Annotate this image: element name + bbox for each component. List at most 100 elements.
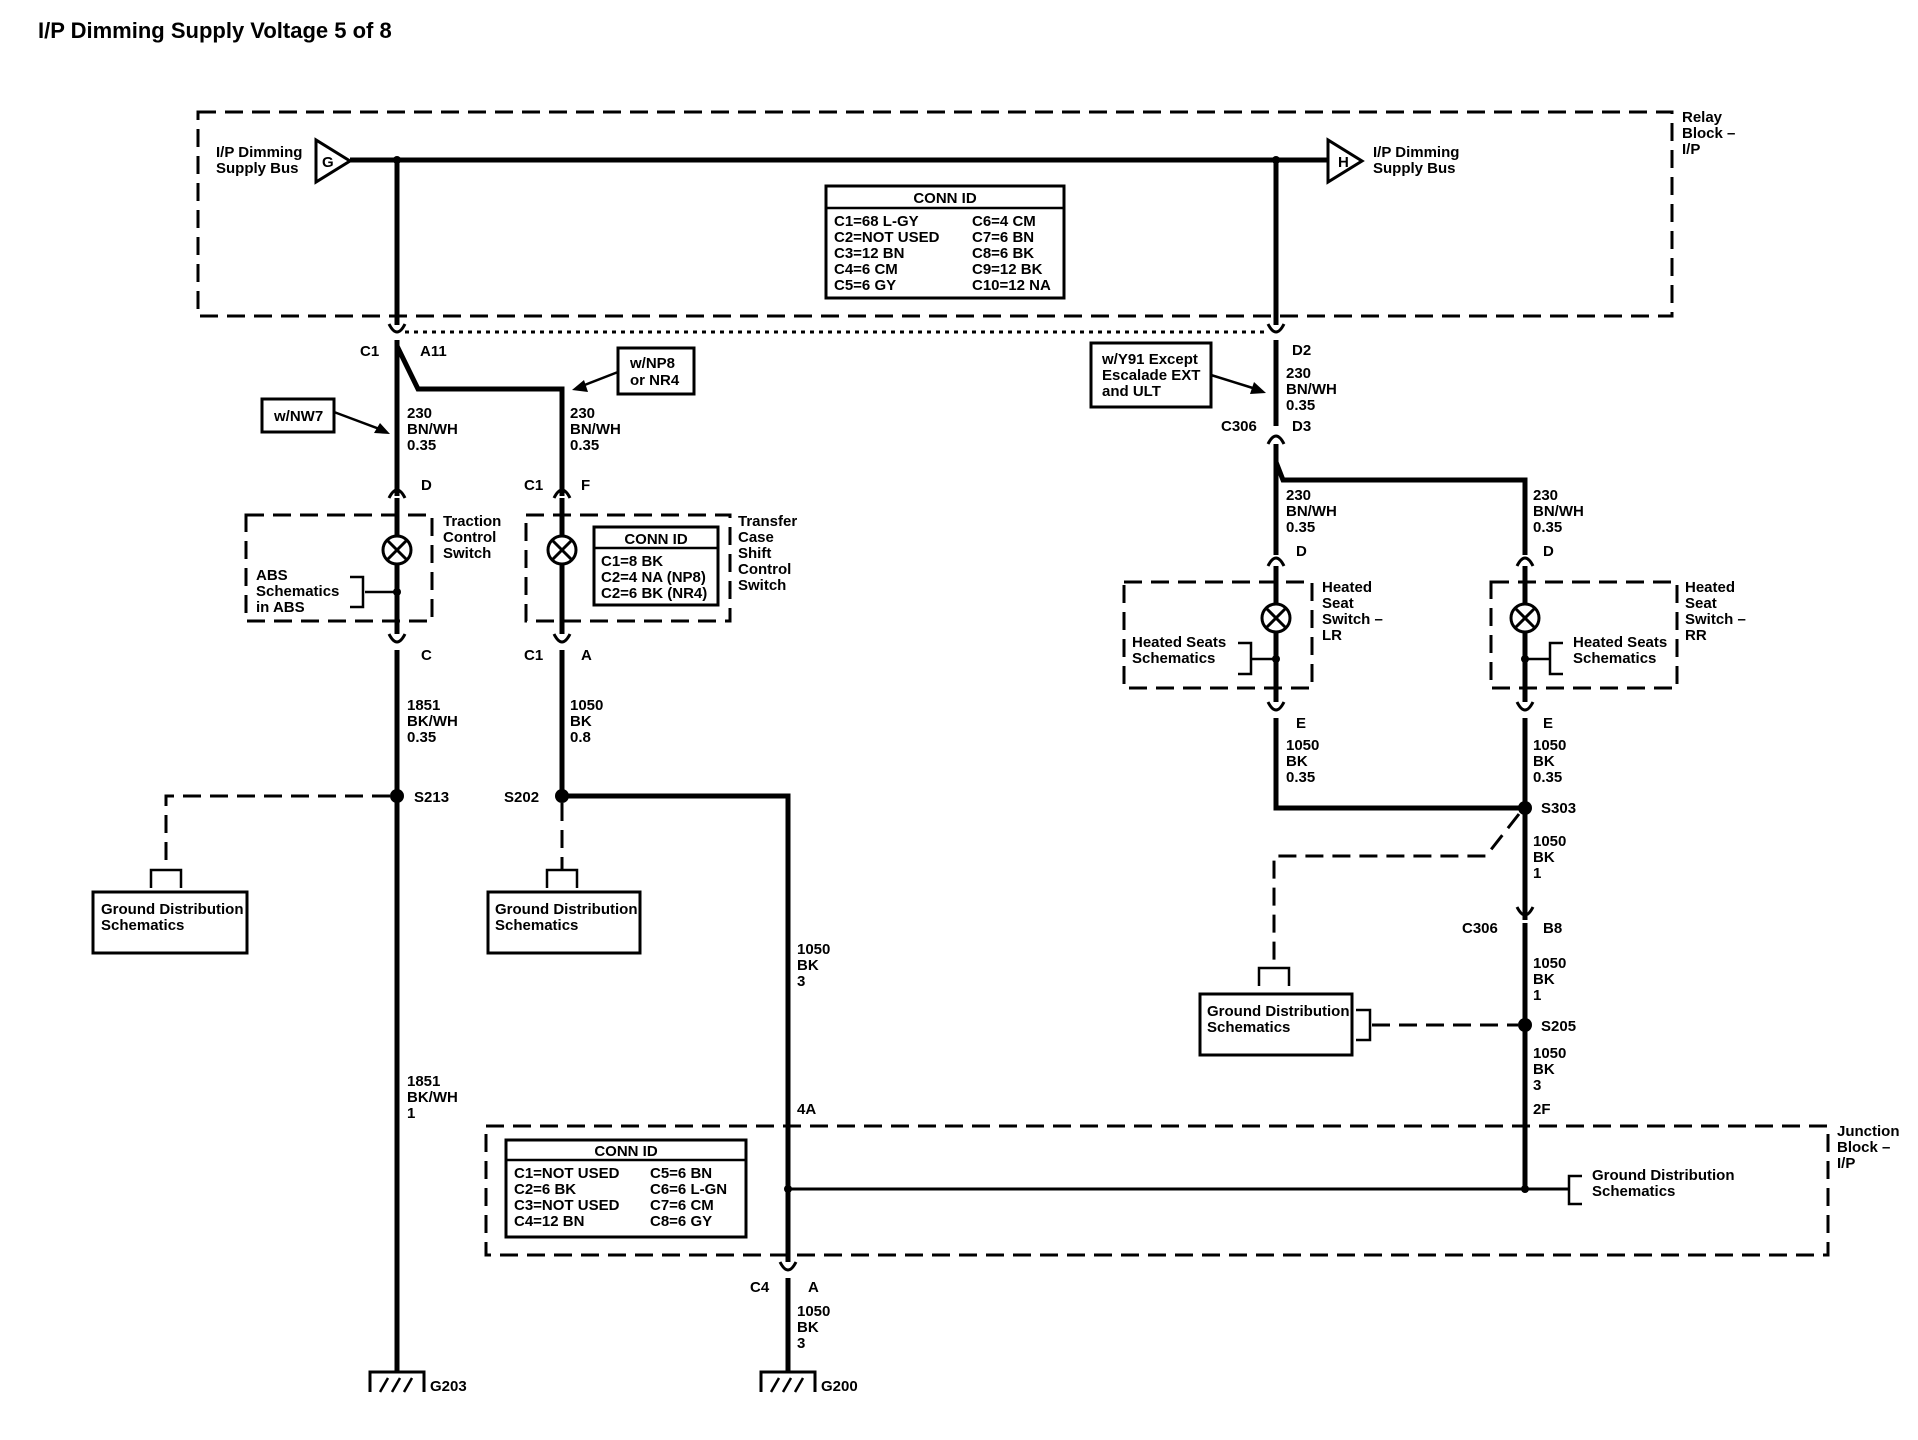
note-nw7-arrow (374, 423, 390, 434)
heated-seat-switch-rr (1489, 556, 1679, 712)
svg-text:C1=NOT USED: C1=NOT USED (514, 1165, 620, 1182)
wire-label-1050-08: 1050 BK 0.8 (570, 697, 608, 746)
relay-conn-id-table: CONN ID C1=68 L-GY C2=NOT USED C3=12 BN … (824, 184, 1066, 300)
wire-label-1050-lr: 1050 BK 0.35 (1286, 737, 1324, 786)
heated-schem-rr: Heated Seats Schematics (1573, 634, 1671, 667)
splice-s303 (1518, 801, 1532, 815)
page-title: I/P Dimming Supply Voltage 5 of 8 (38, 18, 392, 43)
svg-text:C4=6 CM: C4=6 CM (834, 261, 898, 278)
svg-text:C7=6 BN: C7=6 BN (972, 229, 1034, 246)
wire-1050-lr-to-s303 (1273, 718, 1525, 811)
pin-4a: 4A (797, 1101, 816, 1118)
wire-label-1050-3-right: 1050 BK 3 (1533, 1045, 1571, 1094)
traction-label: Traction Control Switch (443, 513, 506, 562)
ground-dist-label-1: Ground Distribution Schematics (101, 901, 248, 934)
heated-schem-lr: Heated Seats Schematics (1132, 634, 1230, 667)
relay-block-label: Relay Block – I/P (1682, 109, 1740, 158)
label-b8: B8 (1543, 920, 1562, 937)
pin-a-transfer: A (581, 647, 592, 664)
wire-label-1050-3-mid: 1050 BK 3 (797, 941, 835, 990)
ground-g200-symbol (759, 1370, 817, 1393)
svg-text:C1=68 L-GY: C1=68 L-GY (834, 213, 919, 230)
label-g200: G200 (821, 1378, 858, 1395)
connector-c306-b8-symbol (1515, 906, 1535, 917)
pin-d-rr: D (1543, 543, 1554, 560)
label-s303: S303 (1541, 800, 1576, 817)
label-d2: D2 (1292, 342, 1311, 359)
wire-230-transfer (394, 344, 565, 496)
pin-c1-transfer-bottom: C1 (524, 647, 543, 664)
wire-label-1050-1-b: 1050 BK 1 (1533, 955, 1571, 1004)
wire-label-1851-1: 1851 BK/WH 1 (407, 1073, 462, 1122)
wire-label-230-rr: 230 BN/WH 0.35 (1533, 487, 1588, 536)
note-nw7-box (260, 397, 336, 434)
note-y91: w/Y91 Except Escalade EXT and ULT (1101, 351, 1205, 400)
transfer-conn-rows: C1=8 BK C2=4 NA (NP8) C2=6 BK (NR4) (601, 553, 710, 602)
ground-dist-label-3: Ground Distribution Schematics (1207, 1003, 1354, 1036)
junction-block-label: Junction Block – I/P (1837, 1123, 1904, 1172)
transfer-label: Transfer Case Shift Control Switch (738, 513, 801, 594)
bus-g-label: I/P Dimming Supply Bus (216, 144, 307, 177)
pin-e-lr: E (1296, 715, 1306, 732)
svg-text:C2=NOT USED: C2=NOT USED (834, 229, 940, 246)
label-a11: A11 (420, 343, 447, 360)
abs-label: ABS Schematics in ABS (256, 567, 344, 616)
bus-h-letter: H (1338, 154, 1349, 171)
svg-text:C8=6 GY: C8=6 GY (650, 1213, 712, 1230)
wire-label-1050-3-bottom: 1050 BK 3 (797, 1303, 835, 1352)
note-np8: w/NP8 or NR4 (629, 355, 680, 389)
svg-text:CONN ID: CONN ID (913, 190, 977, 207)
svg-text:C6=4 CM: C6=4 CM (972, 213, 1036, 230)
transfer-case-switch (524, 488, 732, 644)
label-s205: S205 (1541, 1018, 1576, 1035)
note-nw7: w/NW7 (273, 408, 323, 425)
pin-f-transfer: F (581, 477, 590, 494)
svg-text:C6=6 L-GN: C6=6 L-GN (650, 1181, 727, 1198)
connector-c1-symbol (387, 323, 407, 334)
svg-text:C2=6 BK: C2=6 BK (514, 1181, 576, 1198)
pin-c-traction: C (421, 647, 432, 664)
pin-d-lr: D (1296, 543, 1307, 560)
wire-label-1050-1-a: 1050 BK 1 (1533, 833, 1571, 882)
splice-s202 (555, 789, 569, 803)
ground-dist-box-3 (1198, 992, 1354, 1057)
ground-dist-box-2 (486, 890, 642, 955)
label-s202: S202 (504, 789, 539, 806)
svg-text:C5=6 GY: C5=6 GY (834, 277, 896, 294)
ground-dist-label-2: Ground Distribution Schematics (495, 901, 642, 934)
svg-text:C7=6 CM: C7=6 CM (650, 1197, 714, 1214)
heated-lr-label: Heated Seat Switch – LR (1322, 579, 1387, 644)
svg-text:C9=12 BK: C9=12 BK (972, 261, 1043, 278)
note-np8-box (616, 346, 696, 396)
wire-1050-to-junction (562, 793, 791, 1262)
label-c4: C4 (750, 1279, 770, 1296)
traction-control-switch (244, 488, 434, 644)
junction-block-outline (484, 1124, 1830, 1257)
junction-ground-dist-label: Ground Distribution Schematics (1592, 1167, 1739, 1200)
svg-text:C4=12 BN: C4=12 BN (514, 1213, 584, 1230)
wire-label-1851-035: 1851 BK/WH 0.35 (407, 697, 462, 746)
heated-rr-label: Heated Seat Switch – RR (1685, 579, 1750, 644)
svg-text:C8=6 BK: C8=6 BK (972, 245, 1034, 262)
heated-seat-switch-lr (1122, 556, 1314, 712)
splice-s213 (390, 789, 404, 803)
wire-label-230-left: 230 BN/WH 0.35 (407, 405, 462, 454)
junction-conn-id-table: CONN ID C1=NOT USED C2=6 BK C3=NOT USED … (504, 1138, 748, 1239)
svg-text:C3=12 BN: C3=12 BN (834, 245, 904, 262)
wire-label-230-d2: 230 BN/WH 0.35 (1286, 365, 1341, 414)
pin-d-traction: D (421, 477, 432, 494)
dash-s303-ground-dist (1272, 813, 1521, 968)
pin-2f: 2F (1533, 1101, 1551, 1118)
ground-dist-box-1 (91, 890, 249, 955)
dash-s213-ground-dist (164, 794, 390, 870)
svg-text:CONN ID: CONN ID (594, 1143, 658, 1160)
bus-h-label: I/P Dimming Supply Bus (1373, 144, 1464, 177)
relay-block-outline (196, 110, 1674, 318)
label-g203: G203 (430, 1378, 467, 1395)
ground-g203-symbol (368, 1370, 426, 1393)
label-s213: S213 (414, 789, 449, 806)
label-d3: D3 (1292, 418, 1311, 435)
transfer-conn-title: CONN ID (624, 531, 688, 548)
wire-label-230-lr: 230 BN/WH 0.35 (1286, 487, 1341, 536)
wire-label-230-mid: 230 BN/WH 0.35 (570, 405, 625, 454)
